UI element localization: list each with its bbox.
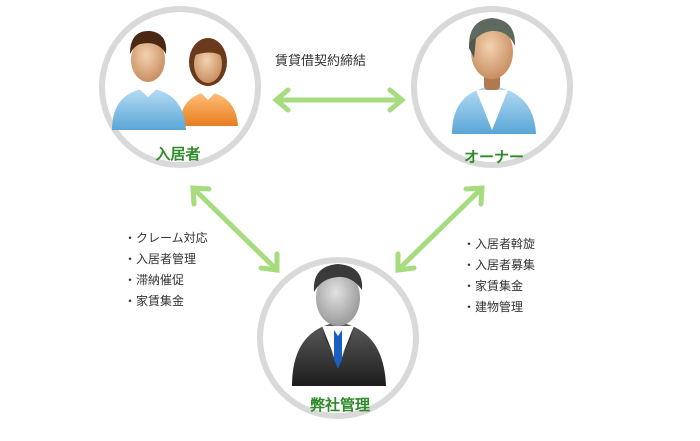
- list-item: ・入居者斡旋: [463, 237, 536, 251]
- owner-label: オーナー: [463, 148, 525, 166]
- tenant-services-list: ・クレーム対応 ・入居者管理 ・滞納催促 ・家賃集金: [124, 228, 208, 312]
- tenant-circle: [99, 6, 261, 168]
- list-item: ・建物管理: [463, 300, 524, 314]
- list-item: ・滞納催促: [124, 273, 185, 287]
- owner-services-list: ・入居者斡旋 ・入居者募集 ・家賃集金 ・建物管理: [463, 234, 535, 318]
- owner-company-arrow: [395, 185, 485, 273]
- contract-label: 賃貸借契約締結: [275, 54, 367, 69]
- couple-person-icon: [112, 30, 238, 130]
- businessman-icon: [292, 264, 386, 386]
- list-item: ・入居者募集: [463, 258, 536, 272]
- list-item: ・家賃集金: [463, 279, 524, 293]
- list-item: ・入居者管理: [124, 252, 197, 266]
- tenant-label: 入居者: [155, 145, 201, 163]
- contract-arrow: [272, 87, 406, 113]
- owner-person-icon: [452, 18, 536, 134]
- company-label: 弊社管理: [309, 396, 371, 414]
- list-item: ・クレーム対応: [124, 231, 208, 245]
- list-item: ・家賃集金: [124, 294, 185, 308]
- tenant-company-arrow: [190, 185, 280, 273]
